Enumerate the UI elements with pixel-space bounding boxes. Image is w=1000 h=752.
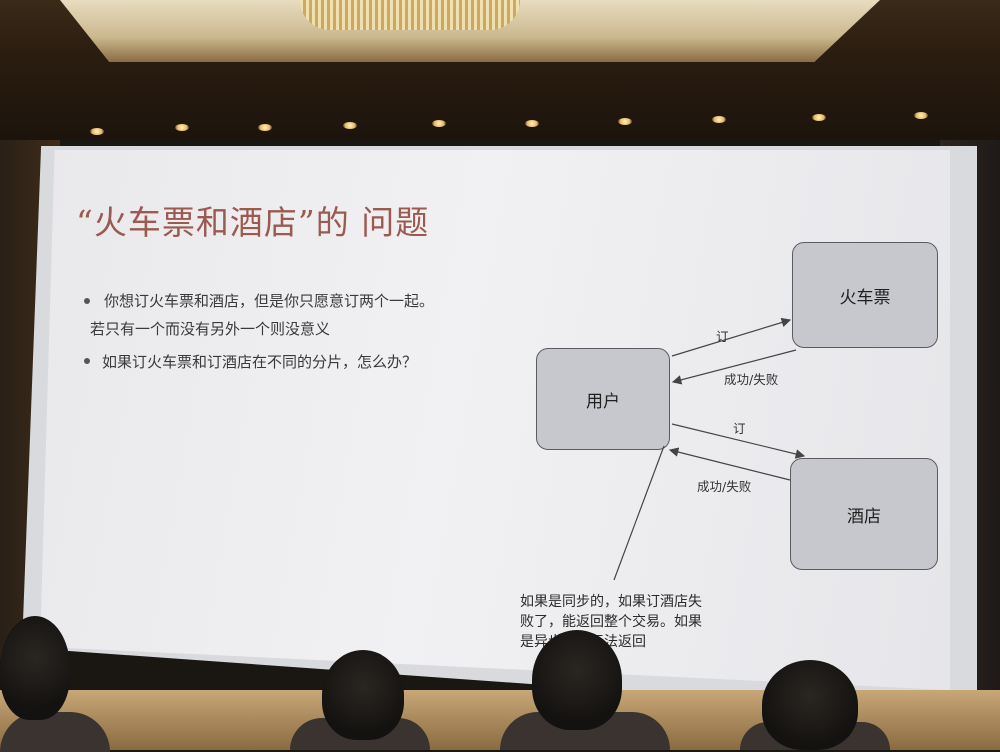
ceiling-light (525, 120, 539, 127)
ceiling-light (90, 128, 104, 135)
train-ticket-box: 火车票 (792, 242, 938, 348)
train-result-arrow (671, 349, 797, 385)
ceiling-light (343, 122, 357, 129)
ceiling-light (914, 112, 928, 119)
audience-head (762, 660, 858, 750)
ceiling-light (812, 114, 826, 121)
audience-head (0, 616, 70, 720)
book-train-label: 订 (716, 329, 729, 344)
train-ticket-box-label: 火车票 (839, 287, 891, 308)
hotel-result-label: 成功/失败 (697, 479, 752, 494)
ceiling-light (432, 120, 446, 127)
book-hotel-label: 订 (733, 421, 746, 436)
hotel-box-label: 酒店 (847, 506, 881, 527)
ceiling-light (618, 118, 632, 125)
bullet-2: 如果订火车票和订酒店在不同的分片，怎么办？ (102, 353, 418, 371)
slide-title: “火车票和酒店”的 问题 (76, 203, 430, 242)
note-pointer-line (613, 445, 665, 581)
bullet-dot (84, 358, 90, 364)
sync-note-line-1: 如果是同步的，如果订酒店失 (520, 594, 702, 610)
audience-head (532, 630, 622, 730)
bullet-1-continuation: 若只有一个而没有另外一个则没意义 (90, 320, 331, 338)
sync-note-line-2: 败了，能返回整个交易。如果 (520, 614, 702, 630)
bullet-1: 你想订火车票和酒店，但是你只愿意订两个一起。 (104, 292, 435, 310)
user-box-label: 用户 (586, 391, 620, 412)
chandelier (300, 0, 520, 30)
train-result-label: 成功/失败 (724, 372, 779, 387)
bullet-dot (84, 298, 90, 304)
hotel-result-arrow (668, 447, 791, 481)
hotel-box: 酒店 (790, 458, 938, 570)
book-hotel-arrow (671, 423, 806, 459)
ceiling-light (175, 124, 189, 131)
ceiling-light (258, 124, 272, 131)
book-train-arrow (671, 317, 792, 357)
ceiling-light (712, 116, 726, 123)
user-box: 用户 (536, 348, 670, 450)
audience-shoulder (0, 712, 110, 752)
audience-head (322, 650, 404, 740)
slide (40, 150, 950, 690)
